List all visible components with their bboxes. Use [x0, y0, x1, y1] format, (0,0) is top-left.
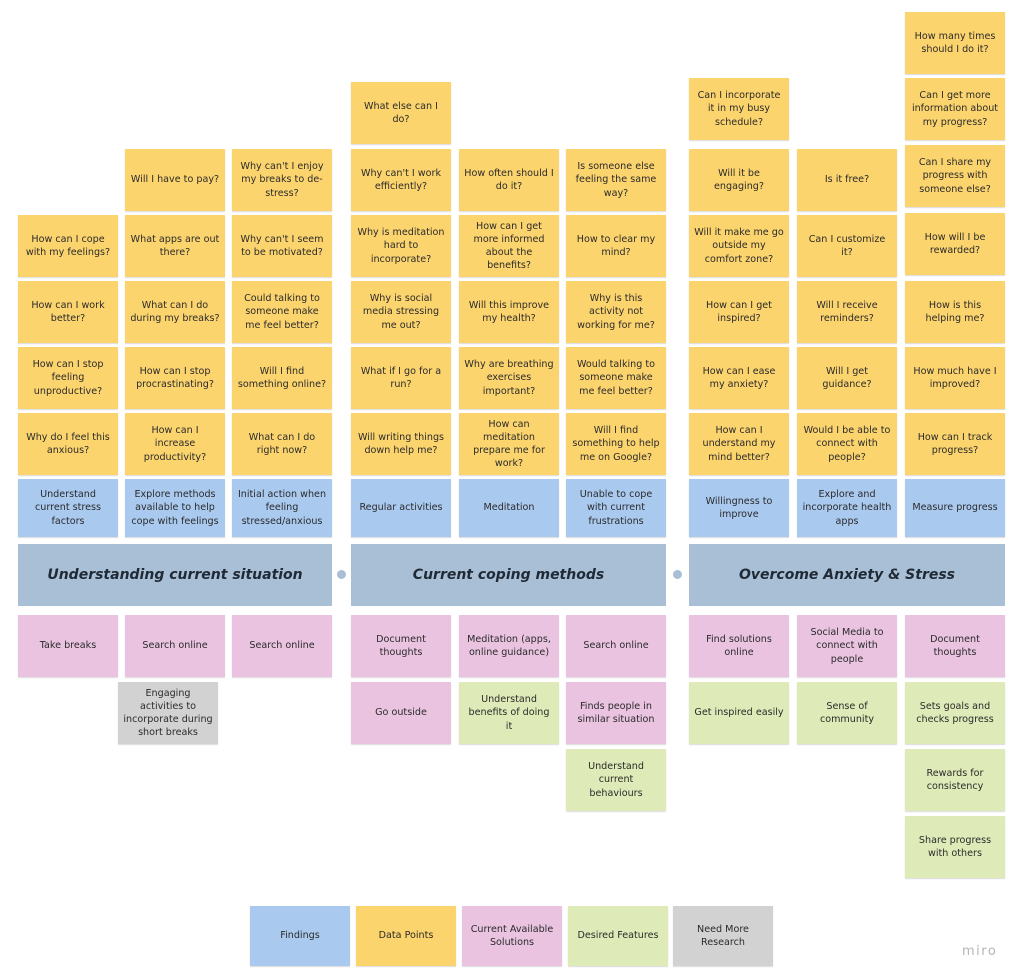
question-note[interactable]: Why are breathing exercises important? — [459, 347, 559, 409]
finding-note[interactable]: Meditation — [459, 479, 559, 537]
question-note[interactable]: Can I get more information about my prog… — [905, 78, 1005, 140]
legend-findings: Findings — [250, 906, 350, 966]
finding-note[interactable]: Explore methods available to help cope w… — [125, 479, 225, 537]
question-note[interactable]: How can I stop procrastinating? — [125, 347, 225, 409]
question-note[interactable]: Can I share my progress with someone els… — [905, 145, 1005, 207]
question-note[interactable]: Can I customize it? — [797, 215, 897, 277]
current-solution-note[interactable]: Go outside — [351, 682, 451, 744]
finding-note[interactable]: Regular activities — [351, 479, 451, 537]
question-note[interactable]: What can I do during my breaks? — [125, 281, 225, 343]
question-note[interactable]: Why can't I seem to be motivated? — [232, 215, 332, 277]
question-note[interactable]: Can I incorporate it in my busy schedule… — [689, 78, 789, 140]
question-note[interactable]: Will I find something online? — [232, 347, 332, 409]
connector-dot — [337, 570, 346, 579]
legend-data-points: Data Points — [356, 906, 456, 966]
question-note[interactable]: How can I cope with my feelings? — [18, 215, 118, 277]
desired-feature-note[interactable]: Rewards for consistency — [905, 749, 1005, 811]
finding-note[interactable]: Unable to cope with current frustrations — [566, 479, 666, 537]
question-note[interactable]: Is it free? — [797, 149, 897, 211]
question-note[interactable]: How can I get more informed about the be… — [459, 215, 559, 277]
question-note[interactable]: How can I track progress? — [905, 413, 1005, 475]
question-note[interactable]: Will I get guidance? — [797, 347, 897, 409]
question-note[interactable]: Will I receive reminders? — [797, 281, 897, 343]
finding-note[interactable]: Willingness to improve — [689, 479, 789, 537]
question-note[interactable]: How much have I improved? — [905, 347, 1005, 409]
desired-feature-note[interactable]: Understand benefits of doing it — [459, 682, 559, 744]
current-solution-note[interactable]: Search online — [232, 615, 332, 677]
question-note[interactable]: How will I be rewarded? — [905, 213, 1005, 275]
question-note[interactable]: How can I get inspired? — [689, 281, 789, 343]
current-solution-note[interactable]: Search online — [125, 615, 225, 677]
section-header-coping[interactable]: Current coping methods — [351, 544, 666, 606]
question-note[interactable]: Why is this activity not working for me? — [566, 281, 666, 343]
current-solution-note[interactable]: Take breaks — [18, 615, 118, 677]
question-note[interactable]: How to clear my mind? — [566, 215, 666, 277]
current-solution-note[interactable]: Document thoughts — [905, 615, 1005, 677]
miro-logo: miro — [962, 944, 998, 959]
question-note[interactable]: Would I be able to connect with people? — [797, 413, 897, 475]
current-solution-note[interactable]: Social Media to connect with people — [797, 615, 897, 677]
section-header-overcome[interactable]: Overcome Anxiety & Stress — [689, 544, 1005, 606]
desired-feature-note[interactable]: Get inspired easily — [689, 682, 789, 744]
question-note[interactable]: How often should I do it? — [459, 149, 559, 211]
legend-current-solutions: Current Available Solutions — [462, 906, 562, 966]
question-note[interactable]: How can I increase productivity? — [125, 413, 225, 475]
question-note[interactable]: Why is social media stressing me out? — [351, 281, 451, 343]
question-note[interactable]: How can I understand my mind better? — [689, 413, 789, 475]
question-note[interactable]: What apps are out there? — [125, 215, 225, 277]
current-solution-note[interactable]: Finds people in similar situation — [566, 682, 666, 744]
finding-note[interactable]: Initial action when feeling stressed/anx… — [232, 479, 332, 537]
question-note[interactable]: What can I do right now? — [232, 413, 332, 475]
legend-desired-features: Desired Features — [568, 906, 668, 966]
finding-note[interactable]: Explore and incorporate health apps — [797, 479, 897, 537]
question-note[interactable]: How is this helping me? — [905, 281, 1005, 343]
question-note[interactable]: How can meditation prepare me for work? — [459, 413, 559, 475]
current-solution-note[interactable]: Find solutions online — [689, 615, 789, 677]
finding-note[interactable]: Measure progress — [905, 479, 1005, 537]
question-note[interactable]: Will writing things down help me? — [351, 413, 451, 475]
current-solution-note[interactable]: Document thoughts — [351, 615, 451, 677]
question-note[interactable]: Why do I feel this anxious? — [18, 413, 118, 475]
question-note[interactable]: How can I work better? — [18, 281, 118, 343]
question-note[interactable]: Will it be engaging? — [689, 149, 789, 211]
question-note[interactable]: Is someone else feeling the same way? — [566, 149, 666, 211]
question-note[interactable]: Why can't I work efficiently? — [351, 149, 451, 211]
question-note[interactable]: Will I have to pay? — [125, 149, 225, 211]
current-solution-note[interactable]: Search online — [566, 615, 666, 677]
desired-feature-note[interactable]: Sets goals and checks progress — [905, 682, 1005, 744]
question-note[interactable]: Why is meditation hard to incorporate? — [351, 215, 451, 277]
question-note[interactable]: Will this improve my health? — [459, 281, 559, 343]
question-note[interactable]: How can I ease my anxiety? — [689, 347, 789, 409]
research-note[interactable]: Engaging activities to incorporate durin… — [118, 682, 218, 744]
desired-feature-note[interactable]: Share progress with others — [905, 816, 1005, 878]
question-note[interactable]: How many times should I do it? — [905, 12, 1005, 74]
question-note[interactable]: Would talking to someone make me feel be… — [566, 347, 666, 409]
question-note[interactable]: Will I find something to help me on Goog… — [566, 413, 666, 475]
legend-need-more-research: Need More Research — [673, 906, 773, 966]
connector-dot — [673, 570, 682, 579]
current-solution-note[interactable]: Meditation (apps, online guidance) — [459, 615, 559, 677]
question-note[interactable]: What if I go for a run? — [351, 347, 451, 409]
question-note[interactable]: How can I stop feeling unproductive? — [18, 347, 118, 409]
finding-note[interactable]: Understand current stress factors — [18, 479, 118, 537]
question-note[interactable]: Could talking to someone make me feel be… — [232, 281, 332, 343]
question-note[interactable]: Will it make me go outside my comfort zo… — [689, 215, 789, 277]
question-note[interactable]: Why can't I enjoy my breaks to de-stress… — [232, 149, 332, 211]
question-note[interactable]: What else can I do? — [351, 82, 451, 144]
section-header-understanding[interactable]: Understanding current situation — [18, 544, 332, 606]
desired-feature-note[interactable]: Understand current behaviours — [566, 749, 666, 811]
desired-feature-note[interactable]: Sense of community — [797, 682, 897, 744]
